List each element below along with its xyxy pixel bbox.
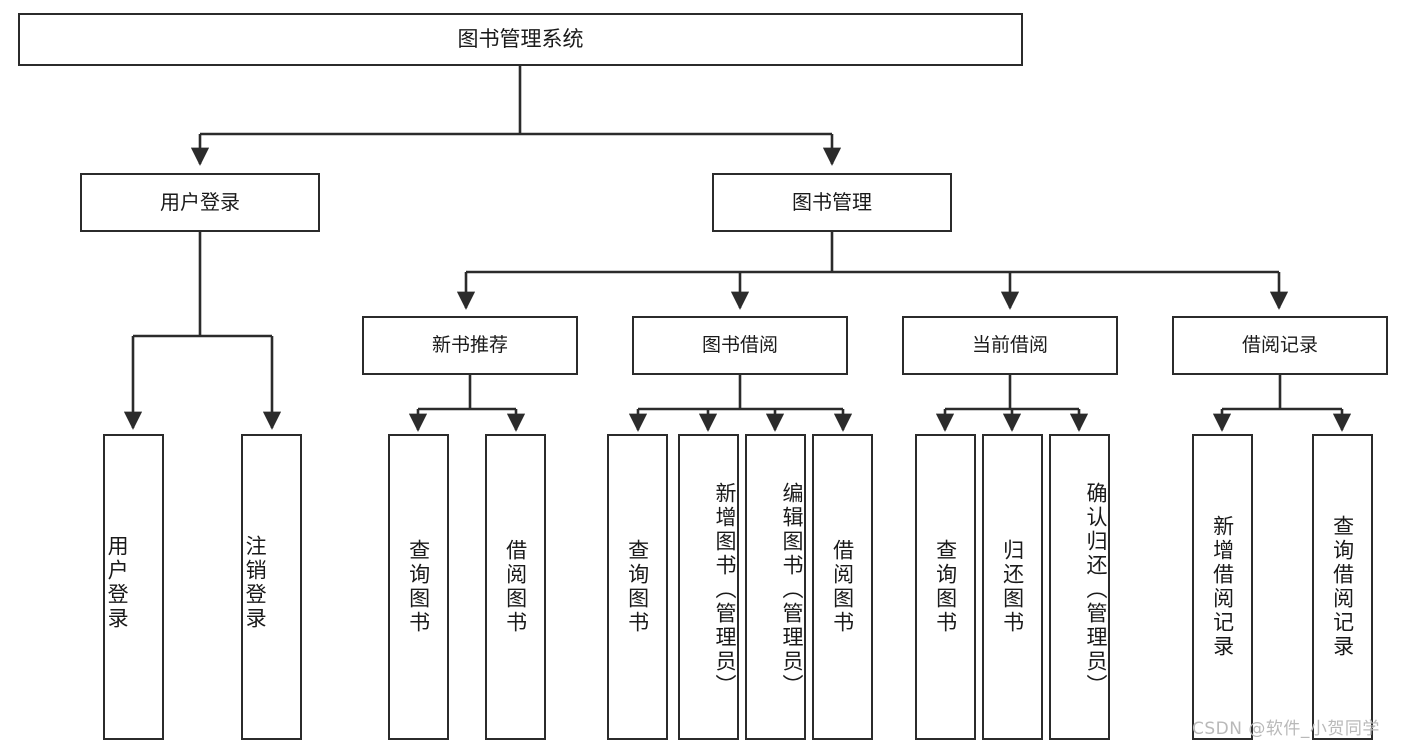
leaf-label: 查询图书 [625, 539, 650, 635]
leaf-label: 注销登录 [243, 535, 268, 631]
leaf-label: 新增借阅记录 [1210, 515, 1235, 659]
leaf-borrow-borrow-book[interactable]: 借阅图书 [812, 434, 873, 740]
node-current-borrow[interactable]: 当前借阅 [902, 316, 1118, 375]
leaf-logout[interactable]: 注销登录 [241, 434, 302, 740]
leaf-label: 归还图书 [1000, 539, 1025, 635]
leaf-borrow-edit-book-admin[interactable]: 编辑图书（管理员） [745, 434, 806, 740]
leaf-label: 确认归还（管理员） [1084, 482, 1108, 698]
leaf-label: 用户登录 [105, 535, 130, 631]
node-new-book-recommend[interactable]: 新书推荐 [362, 316, 578, 375]
leaf-borrow-query-book[interactable]: 查询图书 [607, 434, 668, 740]
leaf-record-query-record[interactable]: 查询借阅记录 [1312, 434, 1373, 740]
leaf-label: 编辑图书（管理员） [780, 482, 804, 698]
leaf-label: 查询图书 [933, 539, 958, 635]
leaf-current-query-book[interactable]: 查询图书 [915, 434, 976, 740]
node-root-system[interactable]: 图书管理系统 [18, 13, 1023, 66]
leaf-current-return-book[interactable]: 归还图书 [982, 434, 1043, 740]
leaf-user-login[interactable]: 用户登录 [103, 434, 164, 740]
node-label: 图书管理系统 [457, 27, 584, 52]
node-label: 借阅记录 [1241, 333, 1318, 356]
leaf-borrow-add-book-admin[interactable]: 新增图书（管理员） [678, 434, 739, 740]
csdn-watermark: CSDN @软件_小贺同学 [1192, 719, 1380, 739]
node-label: 新书推荐 [431, 333, 508, 356]
leaf-current-confirm-return-admin[interactable]: 确认归还（管理员） [1049, 434, 1110, 740]
leaf-recommend-query-book[interactable]: 查询图书 [388, 434, 449, 740]
node-user-login[interactable]: 用户登录 [80, 173, 320, 232]
node-borrow-record[interactable]: 借阅记录 [1172, 316, 1388, 375]
leaf-label: 查询图书 [406, 539, 431, 635]
leaf-label: 查询借阅记录 [1330, 515, 1355, 659]
node-label: 用户登录 [160, 190, 240, 214]
node-label: 当前借阅 [971, 333, 1048, 356]
node-label: 图书借阅 [701, 333, 778, 356]
node-label: 图书管理 [792, 190, 872, 214]
leaf-label: 新增图书（管理员） [713, 482, 737, 698]
node-book-borrow[interactable]: 图书借阅 [632, 316, 848, 375]
node-book-management[interactable]: 图书管理 [712, 173, 952, 232]
leaf-label: 借阅图书 [503, 539, 528, 635]
leaf-recommend-borrow-book[interactable]: 借阅图书 [485, 434, 546, 740]
leaf-label: 借阅图书 [830, 539, 855, 635]
leaf-record-add-record[interactable]: 新增借阅记录 [1192, 434, 1253, 740]
